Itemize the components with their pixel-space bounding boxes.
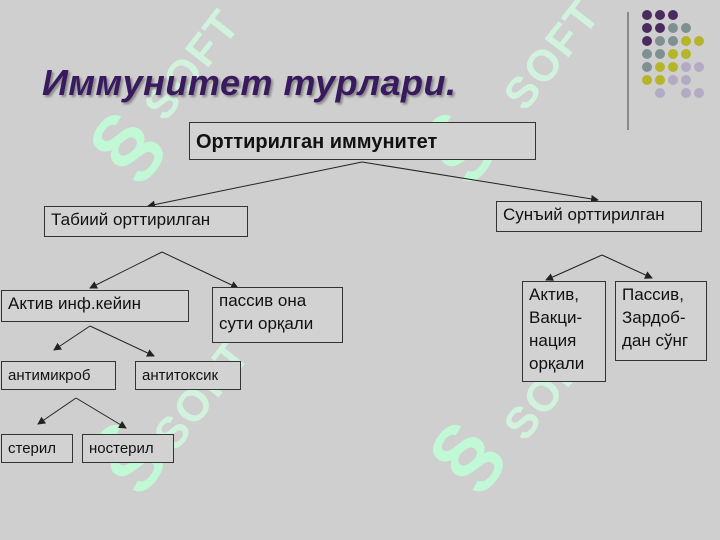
node-sterile: стерил (1, 434, 73, 463)
edge-active-antitoxic (89, 325, 155, 357)
node-artificial-acquired: Сунъий орттирилган (496, 201, 702, 232)
node-passive-serum: Пассив, Зардоб-дан сўнг (615, 281, 707, 361)
decor-vertical-line (627, 12, 629, 130)
edge-natural-passive (161, 251, 239, 289)
edge-artificial-passive (601, 254, 653, 279)
node-passive-mothers-milk: пассив она сути орқали (212, 287, 343, 343)
slide-title: Иммунитет турлари. (42, 62, 457, 103)
node-natural-acquired: Табиий орттирилган (44, 206, 248, 237)
edge-active-antimicrobial (53, 325, 91, 351)
edge-antimicrobial-nonsterile (75, 397, 127, 429)
edge-natural-active (89, 251, 163, 289)
edge-root-artificial (361, 161, 599, 203)
node-antimicrobial: антимикроб (1, 361, 116, 390)
node-active-vaccination: Актив, Вакци-нация орқали (522, 281, 606, 382)
edge-root-natural (147, 161, 363, 209)
node-nonsterile: ностерил (82, 434, 174, 463)
edge-antimicrobial-sterile (37, 397, 77, 425)
node-active-after-infection: Актив инф.кейин (1, 290, 189, 322)
node-acquired-immunity: Орттирилган иммунитет (189, 122, 536, 160)
edge-artificial-active (545, 254, 603, 281)
node-antitoxic: антитоксик (135, 361, 241, 390)
